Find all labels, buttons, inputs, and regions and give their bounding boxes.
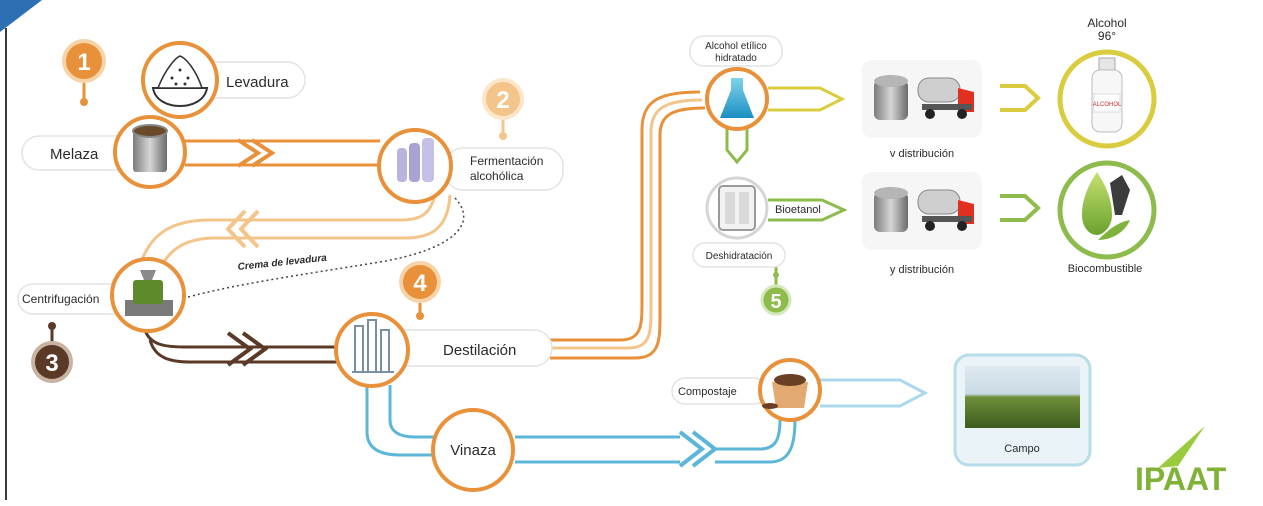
storage-tank-icon xyxy=(874,75,908,120)
destilacion-node: Destilación xyxy=(334,312,553,388)
yeast-bowl-icon xyxy=(151,55,209,108)
step-5-marker: 5 xyxy=(760,284,792,316)
melaza-label: Melaza xyxy=(50,146,99,163)
alcohol96-label-line2: 96° xyxy=(1098,29,1116,43)
campo-node: Campo xyxy=(953,353,1092,467)
levadura-node: Levadura xyxy=(141,41,306,119)
alcohol96-label-line1: Alcohol xyxy=(1087,16,1126,30)
campo-label: Campo xyxy=(1004,443,1039,455)
crema-label: Crema de levadura xyxy=(237,253,328,273)
step5-connector-dot xyxy=(773,272,779,278)
vinaza-label: Vinaza xyxy=(450,442,496,459)
compost-sack-icon xyxy=(762,374,808,409)
logo-text: IPAAT xyxy=(1135,461,1227,497)
fermentacion-node: Fermentación alcohólica xyxy=(377,128,564,204)
tanker-truck-icon xyxy=(917,77,974,119)
melaza-node: Melaza xyxy=(21,115,187,189)
compostaje-label: Compostaje xyxy=(678,386,737,398)
tanker-truck-icon xyxy=(917,189,974,231)
ipaat-logo: IPAAT xyxy=(1135,426,1227,497)
step-3-marker: 3 xyxy=(31,322,73,383)
distillation-columns-icon xyxy=(352,319,394,373)
alcohol-etilico-label-line2: hidratado xyxy=(715,53,757,64)
alcohol-bottle-icon: ALCOHOL xyxy=(1091,57,1123,133)
step-2-marker: 2 xyxy=(482,78,524,140)
corner-mark xyxy=(0,0,42,32)
field-image xyxy=(965,366,1080,428)
step-4-number: 4 xyxy=(413,270,427,297)
step-1-marker: 1 xyxy=(62,39,106,106)
molasses-container-icon xyxy=(132,124,168,172)
alcohol96-node: Alcohol 96° ALCOHOL xyxy=(1057,16,1157,149)
fuel-nozzle-icon xyxy=(1082,172,1130,240)
arrow-compostaje-campo xyxy=(820,378,929,408)
flow-melaza-fermentacion xyxy=(185,138,380,168)
step-2-number: 2 xyxy=(496,87,509,114)
flow-fermentacion-centrifugacion xyxy=(138,194,452,271)
compostaje-node: Compostaje xyxy=(671,358,822,422)
distribucion-top-label: v distribución xyxy=(890,148,954,160)
flow-vinaza-compostaje xyxy=(515,419,797,468)
arrow-to-biocombustible xyxy=(1000,194,1041,222)
dehydration-filter-icon xyxy=(718,185,756,231)
vinaza-node: Vinaza xyxy=(431,408,515,492)
deshidratacion-node: Deshidratación xyxy=(692,176,786,268)
alcohol-etilico-label-line1: Alcohol etílico xyxy=(705,41,767,52)
step-4-marker: 4 xyxy=(399,261,441,320)
centrifugacion-label: Centrifugación xyxy=(22,292,99,306)
step-5-number: 5 xyxy=(770,291,781,313)
levadura-label: Levadura xyxy=(226,74,289,91)
biocombustible-label: Biocombustible xyxy=(1068,263,1143,275)
step-3-number: 3 xyxy=(45,350,58,377)
distribucion-bottom-label: y distribución xyxy=(890,264,954,276)
alcohol-etilico-node: Alcohol etílico hidratado xyxy=(689,35,783,131)
flow-destilacion-alcohol xyxy=(550,90,706,360)
bottle-label: ALCOHOL xyxy=(1093,102,1122,108)
biocombustible-node: Biocombustible xyxy=(1057,160,1157,275)
flow-alcohol-deshidratacion xyxy=(725,125,749,165)
step-1-number: 1 xyxy=(77,49,90,76)
flow-destilacion-vinaza xyxy=(365,385,440,457)
flow-destilacion-alcohol-light xyxy=(550,98,703,350)
flow-centrifugacion-destilacion xyxy=(143,329,345,367)
beaker-icon xyxy=(720,78,754,118)
destilacion-label: Destilación xyxy=(443,342,516,359)
distribution-top: v distribución xyxy=(862,60,982,160)
arrow-to-alcohol96 xyxy=(1000,84,1041,112)
centrifugacion-node: Centrifugación xyxy=(17,257,186,333)
bioetanol-label: Bioetanol xyxy=(775,204,821,216)
storage-tank-icon xyxy=(874,187,908,232)
flow-deshidratacion-distribucion xyxy=(768,198,848,222)
fermentacion-label-line2: alcohólica xyxy=(470,169,524,183)
flow-alcohol-distribucion xyxy=(768,86,846,112)
fermentation-tanks-icon xyxy=(397,138,434,182)
deshidratacion-label: Deshidratación xyxy=(706,251,773,262)
fermentacion-label-line1: Fermentación xyxy=(470,154,543,168)
distribution-bottom: y distribución xyxy=(862,172,982,276)
centrifuge-icon xyxy=(125,270,173,316)
